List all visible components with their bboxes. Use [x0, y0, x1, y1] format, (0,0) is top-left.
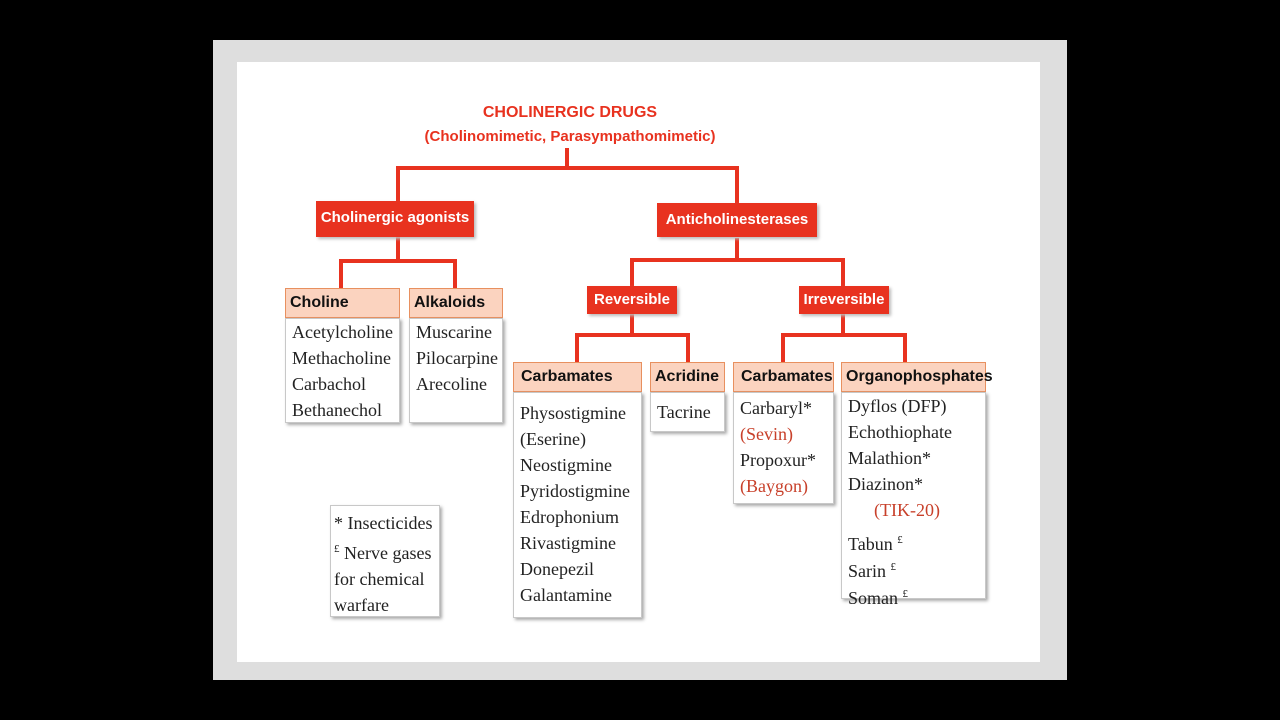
node-cholinergic-agonists: Cholinergic agonists [316, 201, 474, 237]
list-item: (Sevin) [740, 424, 793, 444]
diagram-title: CHOLINERGIC DRUGS [482, 104, 658, 121]
list-item: Soman £ [848, 588, 909, 608]
list-item: Diazinon* [848, 474, 923, 494]
list-item: Propoxur* [740, 450, 816, 470]
list-item: Methacholine [292, 348, 391, 368]
list-item: Pyridostigmine [520, 481, 631, 501]
list-item: Physostigmine [520, 403, 627, 423]
list-item: Acetylcholine [292, 322, 393, 342]
header-choline-esters: Choline esters [285, 288, 400, 339]
list-organophosphates: Dyflos (DFP) Echothiophate Malathion* Di… [841, 392, 986, 608]
diagram-subtitle: (Cholinomimetic, Parasympathomimetic) [424, 128, 716, 145]
legend-nerve-gases: £ Nerve gases [334, 543, 432, 563]
list-item: (TIK-20) [874, 500, 940, 520]
list-item: Muscarine [416, 322, 492, 342]
node-reversible: Reversible [587, 286, 677, 314]
list-item: Tacrine [657, 402, 711, 422]
legend-note: * Insecticides £ Nerve gases for chemica… [330, 505, 440, 617]
list-item: (Baygon) [740, 476, 808, 496]
header-organophosphates: Organophosphates [841, 362, 993, 392]
list-item: Rivastigmine [520, 533, 616, 553]
legend-line: for chemical [334, 569, 425, 589]
list-choline-esters: Acetylcholine Methacholine Carbachol Bet… [285, 318, 400, 423]
list-item: Galantamine [520, 585, 612, 605]
node-irreversible: Irreversible [799, 286, 889, 314]
list-irreversible-carbamates: Carbaryl* (Sevin) Propoxur* (Baygon) [733, 392, 834, 504]
list-reversible-carbamates: Physostigmine (Eserine) Neostigmine Pyri… [513, 392, 642, 618]
list-acridine: Tacrine [650, 392, 725, 432]
list-item: Dyflos (DFP) [848, 396, 947, 416]
legend-insecticides: * Insecticides [334, 513, 433, 533]
list-item: Arecoline [416, 374, 487, 394]
list-alkaloids: Muscarine Pilocarpine Arecoline [409, 318, 503, 423]
list-item: Sarin £ [848, 561, 896, 581]
list-item: Bethanechol [292, 400, 382, 420]
header-irreversible-carbamates: Carbamates [733, 362, 834, 392]
legend-line: warfare [334, 595, 389, 615]
list-item: Echothiophate [848, 422, 952, 442]
list-item: Edrophonium [520, 507, 619, 527]
header-acridine: Acridine [650, 362, 725, 392]
list-item: Neostigmine [520, 455, 612, 475]
list-item: (Eserine) [520, 429, 586, 449]
list-item: Malathion* [848, 448, 931, 468]
list-item: Tabun £ [848, 534, 903, 554]
list-item: Carbaryl* [740, 398, 812, 418]
list-item: Carbachol [292, 374, 366, 394]
list-item: Pilocarpine [416, 348, 498, 368]
node-anticholinesterases: Anticholinesterases [657, 203, 817, 237]
header-reversible-carbamates: Carbamates [513, 362, 642, 392]
list-item: Donepezil [520, 559, 594, 579]
header-alkaloids: Alkaloids [409, 288, 503, 318]
